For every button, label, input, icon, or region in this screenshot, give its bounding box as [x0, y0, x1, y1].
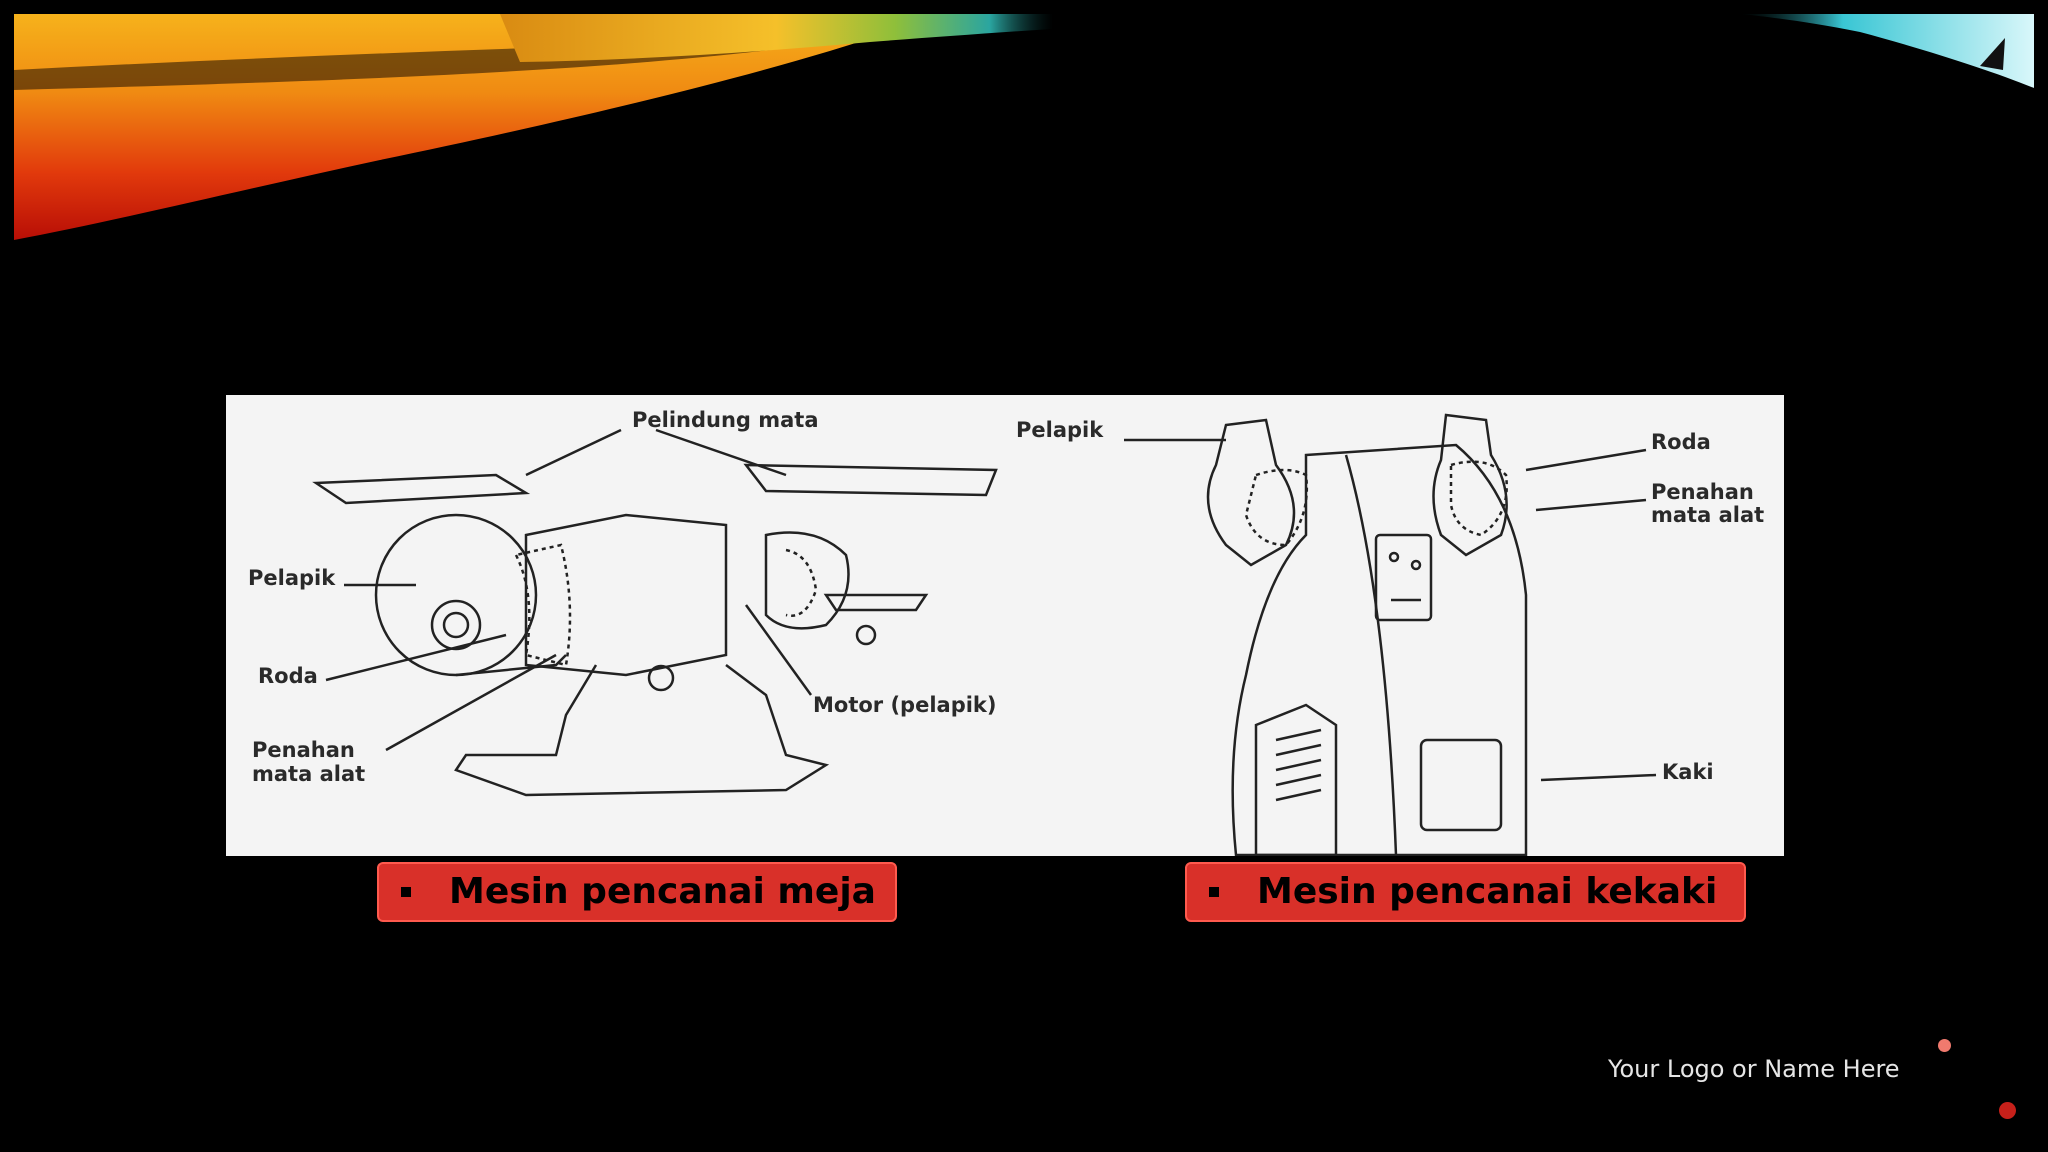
caption-mesin-pencanai-meja: Mesin pencanai meja	[377, 862, 897, 922]
label-roda-right: Roda	[1651, 430, 1711, 454]
right-pedestal-body	[1231, 443, 1528, 856]
grinder-figure: Pelindung mata Pelapik Roda Penahan mata…	[226, 395, 1784, 856]
left-tool-rest-left	[312, 473, 531, 505]
decorative-banner	[14, 14, 2034, 240]
bullet-icon	[1209, 887, 1219, 897]
label-penahan-left-2: mata alat	[252, 762, 365, 786]
label-pelapik-left: Pelapik	[248, 566, 336, 590]
footer-logo-text: Your Logo or Name Here	[1608, 1055, 1900, 1083]
decorative-dot	[1938, 1039, 1951, 1052]
label-roda-left: Roda	[258, 664, 318, 688]
caption-text: Mesin pencanai meja	[449, 871, 876, 912]
grinder-illustration: Pelindung mata Pelapik Roda Penahan mata…	[248, 408, 1764, 856]
label-kaki: Kaki	[1662, 760, 1714, 784]
label-penahan-right-2: mata alat	[1651, 503, 1764, 527]
right-vent	[1254, 703, 1338, 856]
right-guard-left	[1206, 418, 1296, 567]
label-pelindung-mata: Pelindung mata	[632, 408, 819, 432]
decorative-dot	[1999, 1102, 2016, 1119]
right-door	[1419, 738, 1503, 832]
label-penahan-left-1: Penahan	[252, 738, 355, 762]
caption-text: Mesin pencanai kekaki	[1257, 871, 1718, 912]
label-penahan-right-1: Penahan	[1651, 480, 1754, 504]
left-wheel-guard	[374, 513, 538, 677]
caption-mesin-pencanai-kekaki: Mesin pencanai kekaki	[1185, 862, 1746, 922]
left-tool-rest-right	[743, 463, 998, 497]
label-motor: Motor (pelapik)	[813, 693, 997, 717]
right-switch-panel	[1374, 533, 1433, 622]
bullet-icon	[401, 887, 411, 897]
label-pelapik-right: Pelapik	[1016, 418, 1104, 442]
right-guard-right	[1432, 413, 1508, 557]
